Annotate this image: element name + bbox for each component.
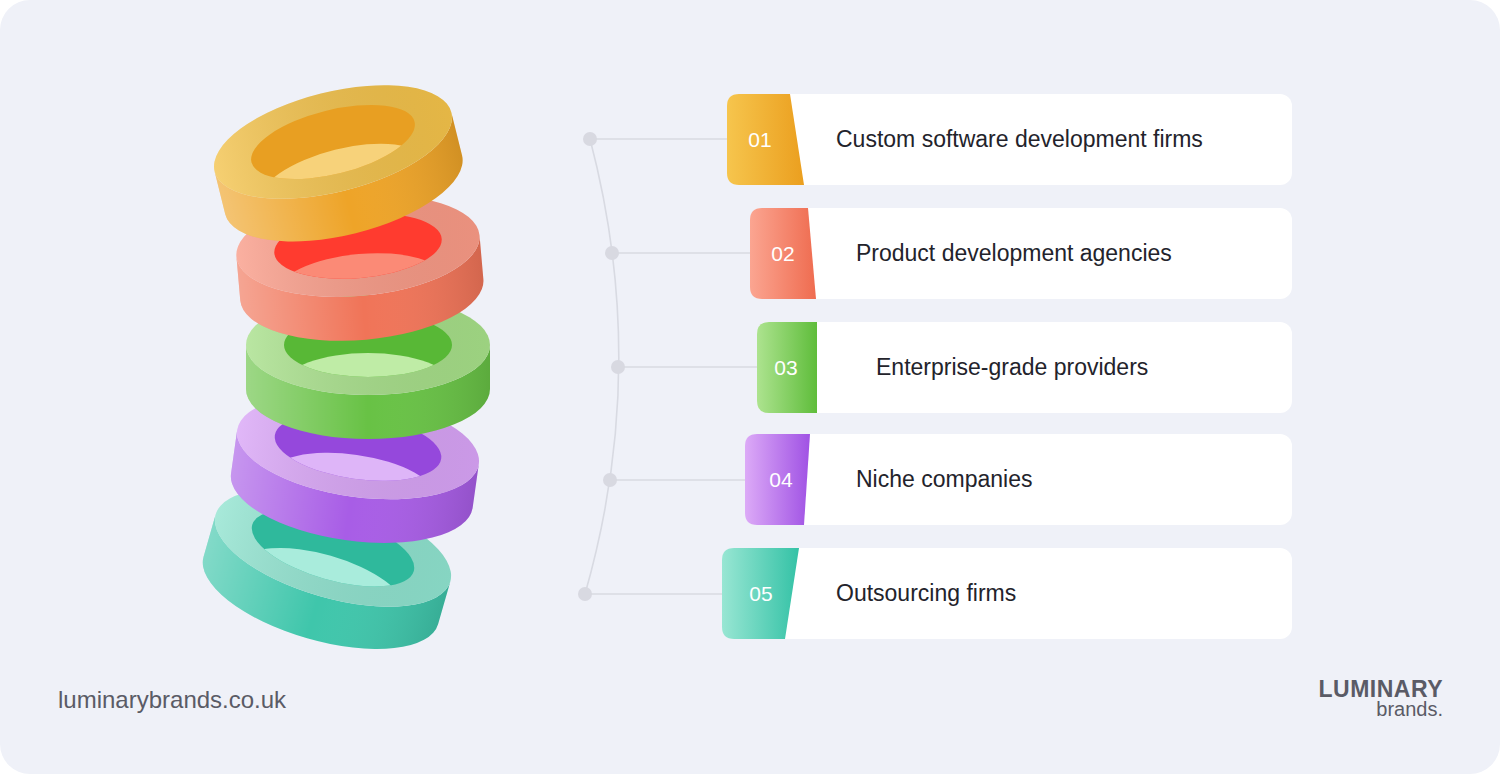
list-item-box: 01 Custom software development firms [727, 94, 1292, 185]
item-label: Product development agencies [856, 208, 1172, 299]
logo-text: brands. [1376, 698, 1443, 721]
list-item-box: 05 Outsourcing firms [722, 548, 1292, 639]
callout-number: 05 [749, 548, 772, 639]
callout-number: 04 [769, 434, 792, 525]
callout-number: 03 [774, 322, 797, 413]
callout-number: 02 [771, 208, 794, 299]
leader-dots [578, 132, 625, 601]
list-item-box: 02 Product development agencies [750, 208, 1292, 299]
tab-shape [722, 548, 799, 639]
ring-yellow [203, 64, 475, 263]
item-label: Outsourcing firms [836, 548, 1016, 639]
list-item-box: 04 Niche companies [745, 434, 1292, 525]
leader-lines [585, 139, 767, 594]
callout-number: 01 [748, 94, 771, 185]
tab-shape [757, 322, 817, 413]
website-url: luminarybrands.co.uk [58, 686, 286, 714]
tab-shape [750, 208, 816, 299]
list-item-box: 03 Enterprise-grade providers [757, 322, 1292, 413]
item-label: Custom software development firms [836, 94, 1203, 185]
tab-shape [745, 434, 810, 525]
tab-shape [727, 94, 804, 185]
item-label: Enterprise-grade providers [876, 322, 1148, 413]
item-label: Niche companies [856, 434, 1032, 525]
